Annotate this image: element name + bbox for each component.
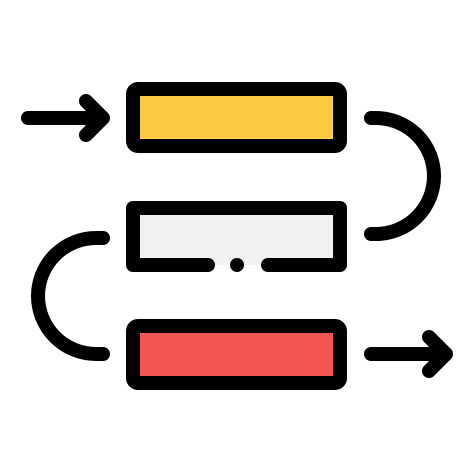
top-bar [126, 82, 347, 153]
middle-bar-gap-dot [230, 258, 244, 272]
incoming-arrow-icon [21, 94, 110, 142]
middle-bar [126, 201, 347, 272]
bottom-bar [126, 319, 347, 390]
middle-bar-fill [133, 208, 340, 265]
right-connector-curve [364, 111, 441, 241]
outgoing-arrow-icon [364, 330, 453, 378]
left-connector-curve [31, 231, 110, 361]
